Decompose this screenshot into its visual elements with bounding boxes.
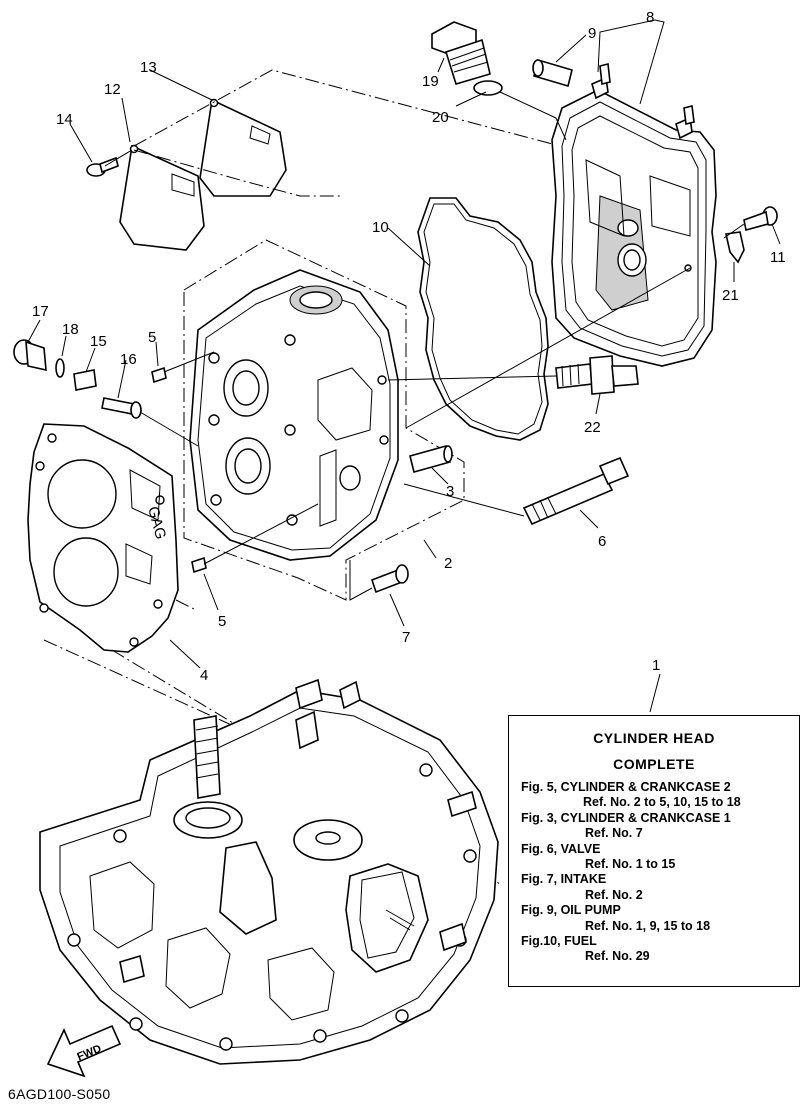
callout-4: 4: [200, 667, 208, 684]
cylinder-head-outline: [183, 239, 465, 601]
callout-14: 14: [56, 111, 73, 128]
reference-fig-entry: Fig. 7, INTAKE: [521, 872, 607, 887]
callout-12: 12: [104, 81, 121, 98]
callout-5-upper: 5: [148, 329, 156, 346]
callout-16: 16: [120, 351, 137, 368]
clip-21: [725, 231, 745, 264]
bolt-11: [743, 206, 778, 231]
bolt-6: [522, 456, 630, 526]
reference-fig-entry: Fig. 6, VALVE: [521, 841, 601, 856]
cylinder-head-cover-8: [551, 63, 717, 367]
bolt-7: [370, 564, 409, 594]
head-gasket-4: [27, 423, 179, 653]
gasket-12: [119, 144, 205, 251]
spark-plug-22: [555, 355, 639, 395]
callout-19: 19: [422, 73, 439, 90]
callout-2: 2: [444, 555, 452, 572]
callout-7: 7: [402, 629, 410, 646]
callout-13: 13: [140, 59, 157, 76]
reference-fig-entry: Fig. 9, OIL PUMP: [521, 903, 621, 918]
diagram-code: 6AGD100-S050: [8, 1086, 111, 1102]
sleeve-3: [409, 445, 453, 473]
callout-18: 18: [62, 321, 79, 338]
callout-22: 22: [584, 419, 601, 436]
reference-box-title-line1: CYLINDER HEAD: [593, 730, 715, 746]
cover-gasket-10: [417, 197, 549, 441]
pipe-9: [532, 58, 573, 88]
callout-15: 15: [90, 333, 107, 350]
reference-box: CYLINDER HEAD COMPLETE Fig. 5, CYLINDER …: [508, 715, 800, 987]
o-ring-20: [473, 80, 503, 96]
callout-3: 3: [446, 483, 454, 500]
washer-18: [55, 358, 65, 378]
callout-1: 1: [652, 657, 660, 674]
callout-8: 8: [646, 9, 654, 26]
reference-ref-entry: Ref. No. 29: [585, 949, 650, 964]
crankcase-assembly: [39, 678, 499, 1065]
reference-ref-entry: Ref. No. 7: [585, 826, 643, 841]
callout-21: 21: [722, 287, 739, 304]
reference-fig-entry: Fig. 3, CYLINDER & CRANKCASE 1: [521, 810, 731, 825]
reference-fig-entry: Fig. 5, CYLINDER & CRANKCASE 2: [521, 780, 731, 794]
reference-ref-entry: Ref. No. 2: [585, 887, 643, 902]
reference-fig-entry: Fig.10, FUEL: [521, 934, 597, 949]
reference-box-title-line2: COMPLETE: [613, 756, 695, 772]
cylinder-head-2: [189, 269, 399, 561]
callout-10: 10: [372, 219, 389, 236]
leader-lines: [27, 19, 781, 713]
plug-19: [431, 21, 491, 85]
collar-15: [73, 369, 97, 391]
callout-11: 11: [770, 249, 786, 266]
plug-17: [13, 339, 47, 372]
gasket-13: [199, 98, 287, 197]
reference-ref-entry: Ref. No. 2 to 5, 10, 15 to 18: [583, 795, 741, 810]
callout-6: 6: [598, 533, 606, 550]
bolt-16: [101, 397, 142, 419]
callout-5-lower: 5: [218, 613, 226, 630]
reference-ref-entry: Ref. No. 1, 9, 15 to 18: [585, 918, 711, 933]
callout-17: 17: [32, 303, 49, 320]
dowel-pin-5-lower: [191, 556, 207, 574]
callout-9: 9: [588, 25, 596, 42]
callout-20: 20: [432, 109, 449, 126]
callout-numbers: 8 9 19 20 13 12 14 10 11 21 17 18 15 16 …: [32, 9, 786, 684]
dowel-pin-5-upper: [151, 366, 167, 384]
reference-ref-entry: Ref. No. 1 to 15: [585, 857, 676, 872]
fwd-arrow: FWD: [46, 1024, 122, 1078]
